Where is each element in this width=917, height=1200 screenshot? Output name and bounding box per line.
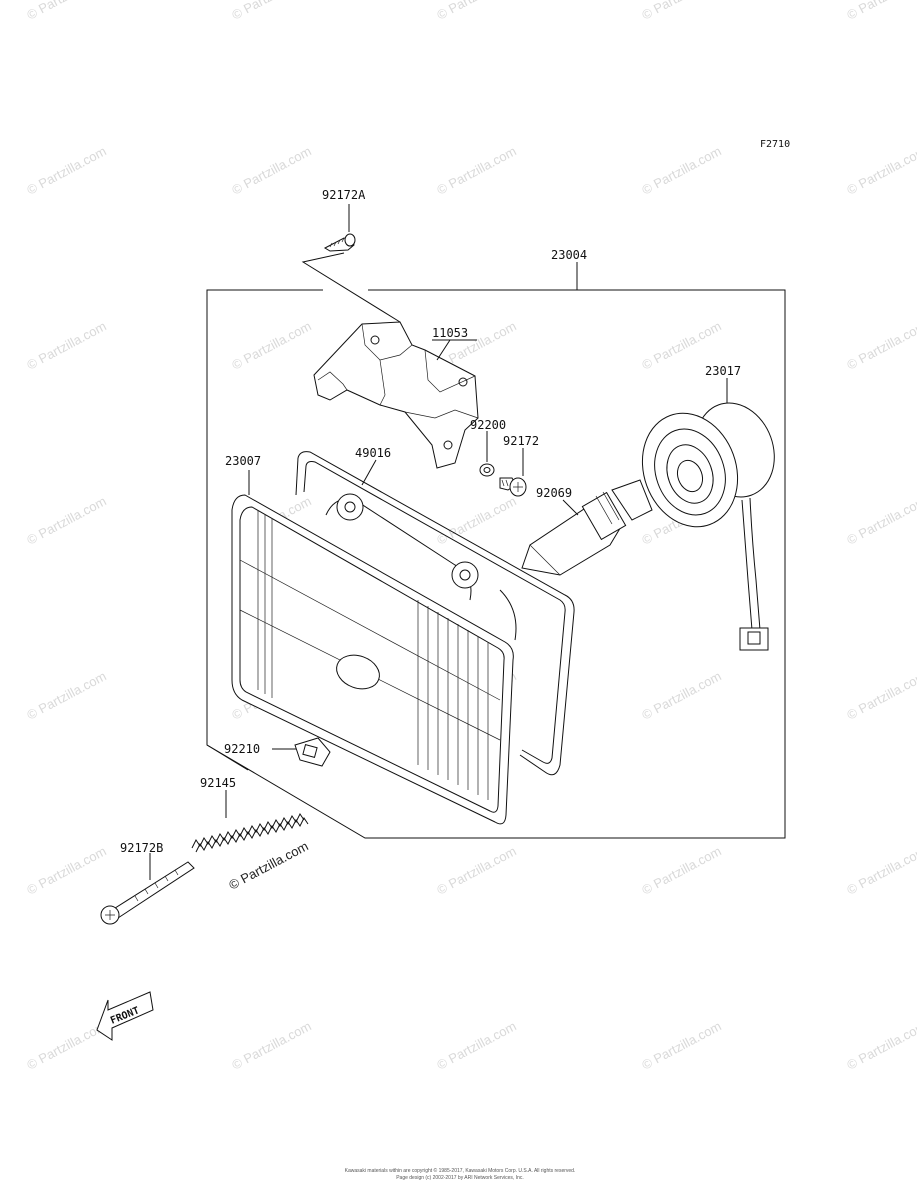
watermark-text: © Partzilla.com	[844, 318, 917, 372]
bracket-11053	[313, 321, 479, 469]
label-49016: 49016	[355, 446, 391, 460]
watermark-text: © Partzilla.com	[229, 143, 313, 197]
front-arrow-icon: FRONT	[96, 991, 154, 1041]
watermark-text: © Partzilla.com	[229, 0, 313, 23]
footer-copyright: Kawasaki materials within are copyright …	[345, 1167, 576, 1174]
watermark-text: © Partzilla.com	[434, 493, 518, 547]
headlight-lens-23007	[231, 470, 514, 825]
label-92200: 92200	[470, 418, 506, 432]
watermark-dark-text: © Partzilla.com	[226, 838, 310, 892]
bulb-92069	[521, 479, 653, 576]
spring-92145	[191, 790, 309, 853]
nut-92210	[272, 737, 331, 767]
watermark-text: © Partzilla.com	[844, 0, 917, 23]
label-92210: 92210	[224, 742, 260, 756]
label-23004: 23004	[551, 248, 587, 262]
watermark-text: © Partzilla.com	[639, 143, 723, 197]
watermark-text: © Partzilla.com	[639, 843, 723, 897]
gasket-49016	[295, 451, 575, 776]
watermark-text: © Partzilla.com	[434, 1018, 518, 1072]
watermark-text: © Partzilla.com	[434, 843, 518, 897]
label-92172: 92172	[503, 434, 539, 448]
label-11053: 11053	[432, 326, 468, 340]
label-92172A: 92172A	[322, 188, 366, 202]
watermark-text: © Partzilla.com	[24, 143, 108, 197]
watermark-text: © Partzilla.com	[844, 668, 917, 722]
watermark-text: © Partzilla.com	[24, 318, 108, 372]
watermark-text: © Partzilla.com	[229, 318, 313, 372]
watermark-text: © Partzilla.com	[844, 493, 917, 547]
screw-92172A	[301, 204, 401, 323]
screw-92172B	[100, 853, 195, 925]
socket-23017	[641, 378, 775, 651]
watermark-text: © Partzilla.com	[24, 493, 108, 547]
watermark-text: © Partzilla.com	[639, 0, 723, 23]
watermark-text: © Partzilla.com	[24, 668, 108, 722]
watermark-text: © Partzilla.com	[229, 1018, 313, 1072]
label-23017: 23017	[705, 364, 741, 378]
watermark-text: © Partzilla.com	[24, 1018, 108, 1072]
watermark-text: © Partzilla.com	[434, 143, 518, 197]
figure-code: F2710	[760, 139, 790, 150]
watermark-text: © Partzilla.com	[434, 0, 518, 23]
watermark-grid: © Partzilla.com © Partzilla.com © Partzi…	[24, 0, 917, 1073]
watermark-text: © Partzilla.com	[639, 1018, 723, 1072]
watermark-text: © Partzilla.com	[24, 843, 108, 897]
label-92145: 92145	[200, 776, 236, 790]
washer-92200	[479, 431, 495, 477]
screw-92172	[499, 448, 527, 497]
watermark-dark: © Partzilla.com	[226, 838, 310, 892]
assembly-outline-23004	[206, 262, 786, 839]
watermark-text: © Partzilla.com	[24, 0, 108, 23]
label-92172B: 92172B	[120, 841, 163, 855]
watermark-text: © Partzilla.com	[844, 143, 917, 197]
watermark-text: © Partzilla.com	[639, 668, 723, 722]
footer-page-design: Page design (c) 2002-2017 by ARI Network…	[396, 1175, 524, 1181]
label-92069: 92069	[536, 486, 572, 500]
watermark-text: © Partzilla.com	[844, 1018, 917, 1072]
watermark-text: © Partzilla.com	[844, 843, 917, 897]
label-23007: 23007	[225, 454, 261, 468]
